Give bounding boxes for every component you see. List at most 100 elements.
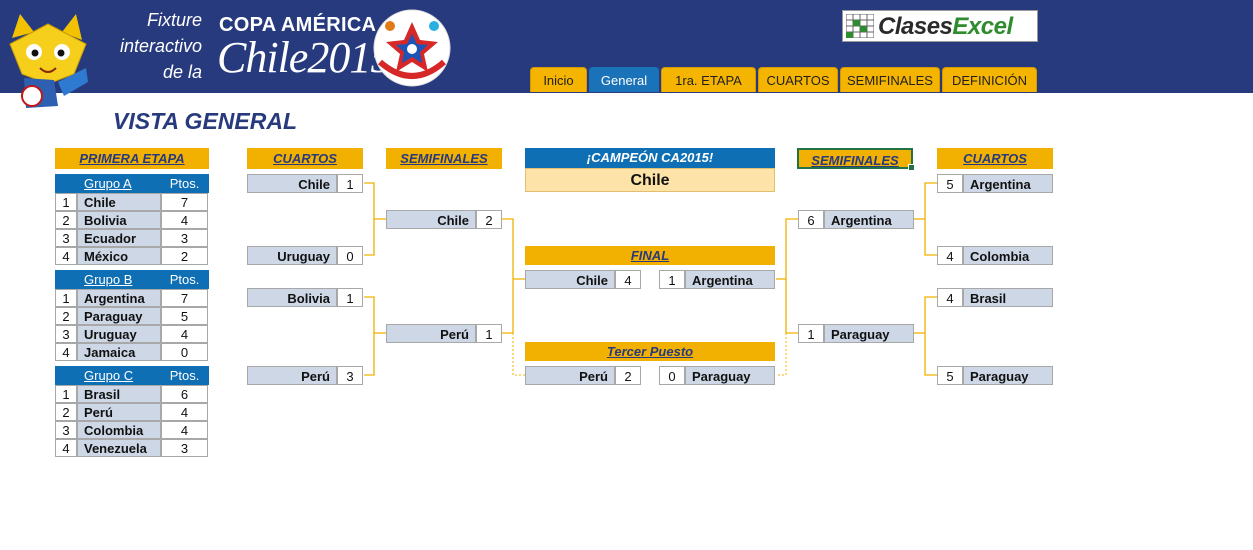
group-b-pts-label: Ptos. (169, 272, 200, 287)
tab-general[interactable]: General (589, 67, 659, 92)
row-team: Paraguay (77, 307, 161, 325)
group-b-header: Grupo B Ptos. (55, 270, 209, 289)
row-position: 4 (55, 247, 77, 265)
left-cuartos-score-4[interactable]: 3 (337, 366, 363, 385)
champion-name: Chile (525, 168, 775, 192)
right-semis-score-1[interactable]: 6 (798, 210, 824, 229)
mascot-fox-icon (9, 14, 88, 108)
row-team: Brasil (77, 385, 161, 403)
row-position: 4 (55, 439, 77, 457)
right-semis-header-label: SEMIFINALES (811, 153, 899, 168)
row-team: Uruguay (77, 325, 161, 343)
fixture-line-2: interactivo (119, 36, 202, 56)
logo-part-clases: Clases (878, 13, 953, 40)
group-c-pts-label: Ptos. (169, 368, 200, 383)
left-cuartos-score-1[interactable]: 1 (337, 174, 363, 193)
row-team: Ecuador (77, 229, 161, 247)
tab-semifinales[interactable]: SEMIFINALES (840, 67, 940, 92)
row-points: 7 (161, 193, 208, 211)
row-position: 2 (55, 307, 77, 325)
tab-1ra-etapa[interactable]: 1ra. ETAPA (661, 67, 756, 92)
row-position: 1 (55, 289, 77, 307)
row-team: Argentina (77, 289, 161, 307)
tercer-score-1[interactable]: 2 (615, 366, 641, 385)
final-score-2[interactable]: 1 (659, 270, 685, 289)
spreadsheet-grid-icon (846, 14, 874, 38)
row-points: 6 (161, 385, 208, 403)
tercer-team-2: Paraguay (685, 366, 775, 385)
fixture-line-1: Fixture (146, 10, 202, 30)
row-points: 7 (161, 289, 208, 307)
row-position: 1 (55, 385, 77, 403)
left-cuartos-team-4: Perú (247, 366, 337, 385)
left-semis-score-2[interactable]: 1 (476, 324, 502, 343)
tab-definicion[interactable]: DEFINICIÓN (942, 67, 1037, 92)
row-position: 3 (55, 421, 77, 439)
right-cuartos-header: CUARTOS (937, 148, 1053, 169)
right-cuartos-team-3: Brasil (963, 288, 1053, 307)
right-cuartos-score-4[interactable]: 5 (937, 366, 963, 385)
left-semis-score-1[interactable]: 2 (476, 210, 502, 229)
row-points: 4 (161, 325, 208, 343)
group-a-name[interactable]: Grupo A (84, 176, 132, 191)
left-semis-header: SEMIFINALES (386, 148, 502, 169)
left-cuartos-team-3: Bolivia (247, 288, 337, 307)
champion-header: ¡CAMPEÓN CA2015! (525, 148, 775, 168)
group-a-pts-label: Ptos. (169, 176, 200, 191)
right-cuartos-score-3[interactable]: 4 (937, 288, 963, 307)
left-cuartos-team-2: Uruguay (247, 246, 337, 265)
row-position: 2 (55, 403, 77, 421)
right-cuartos-team-4: Paraguay (963, 366, 1053, 385)
final-team-1: Chile (525, 270, 615, 289)
primera-etapa-header: PRIMERA ETAPA (55, 148, 209, 169)
left-cuartos-header: CUARTOS (247, 148, 363, 169)
right-cuartos-score-1[interactable]: 5 (937, 174, 963, 193)
tercer-puesto-header: Tercer Puesto (525, 342, 775, 361)
left-cuartos-score-3[interactable]: 1 (337, 288, 363, 307)
right-semis-header[interactable]: SEMIFINALES (797, 148, 915, 171)
row-position: 1 (55, 193, 77, 211)
logo-wordmark: ClasesExcel (878, 13, 1013, 41)
right-semis-score-2[interactable]: 1 (798, 324, 824, 343)
right-cuartos-score-2[interactable]: 4 (937, 246, 963, 265)
chile2015-logo-text: Chile2015 (217, 33, 392, 82)
row-team: México (77, 247, 161, 265)
row-position: 3 (55, 325, 77, 343)
group-b-name[interactable]: Grupo B (84, 272, 133, 287)
tab-inicio[interactable]: Inicio (530, 67, 587, 92)
final-score-1[interactable]: 4 (615, 270, 641, 289)
row-points: 4 (161, 403, 208, 421)
row-team: Bolivia (77, 211, 161, 229)
tercer-team-1: Perú (525, 366, 615, 385)
tercer-score-2[interactable]: 0 (659, 366, 685, 385)
group-c-name[interactable]: Grupo C (84, 368, 134, 383)
left-cuartos-score-2[interactable]: 0 (337, 246, 363, 265)
tab-cuartos[interactable]: CUARTOS (758, 67, 838, 92)
row-points: 2 (161, 247, 208, 265)
logo-part-excel: Excel (952, 13, 1013, 40)
right-semis-team-1: Argentina (824, 210, 914, 229)
row-points: 4 (161, 421, 208, 439)
cell-fill-handle[interactable] (908, 164, 915, 171)
row-points: 3 (161, 439, 208, 457)
clasesexcel-logo: ClasesExcel (842, 10, 1038, 42)
row-team: Venezuela (77, 439, 161, 457)
right-cuartos-team-2: Colombia (963, 246, 1053, 265)
left-semis-team-2: Perú (386, 324, 476, 343)
copa-america-logo-text: COPA AMÉRICA (219, 14, 377, 36)
row-team: Perú (77, 403, 161, 421)
right-cuartos-team-1: Argentina (963, 174, 1053, 193)
final-header: FINAL (525, 246, 775, 265)
fixture-line-3: de la (162, 62, 202, 82)
